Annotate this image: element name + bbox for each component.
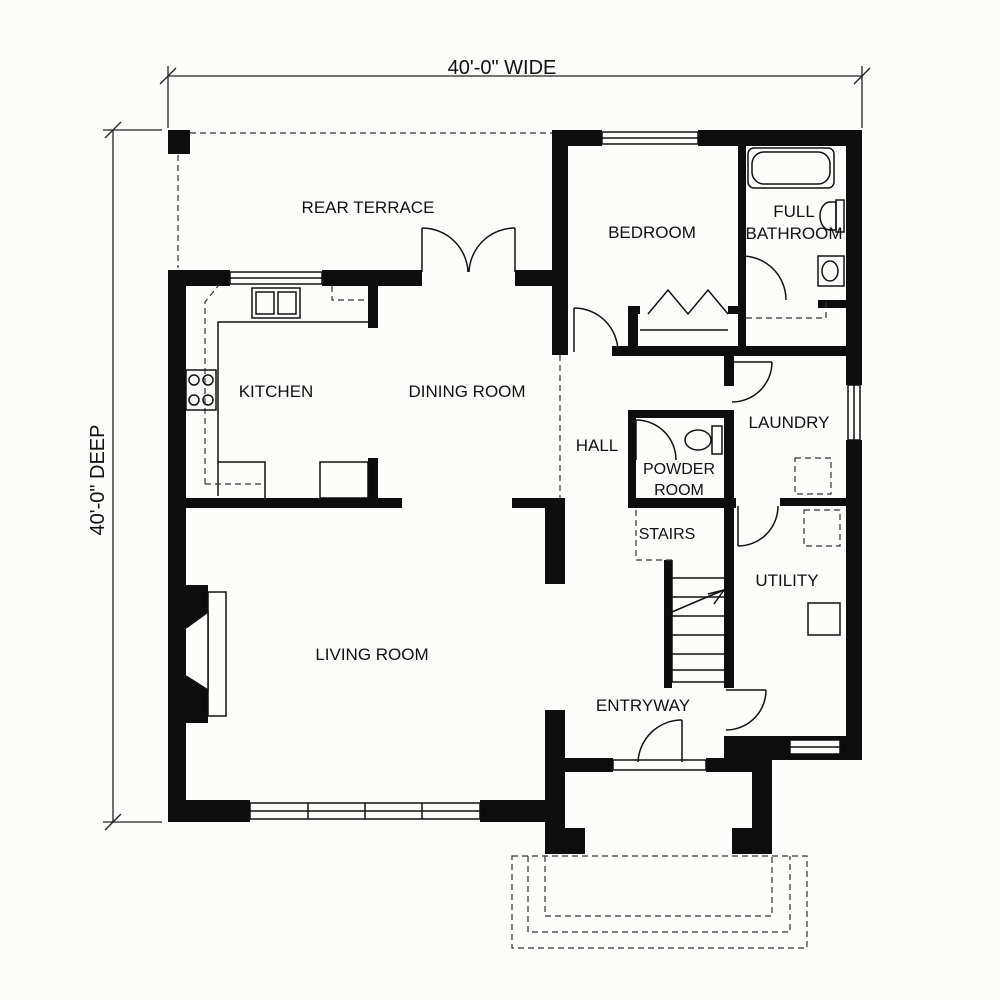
doors: [421, 227, 787, 763]
full-bathroom-label-line1: FULL: [773, 202, 815, 221]
utility-label: UTILITY: [755, 571, 818, 590]
room-labels: REAR TERRACE BEDROOM FULL BATHROOM KITCH…: [239, 198, 843, 715]
dining-room-label: DINING ROOM: [408, 382, 525, 401]
rear-terrace-label: REAR TERRACE: [302, 198, 435, 217]
stairs-label: STAIRS: [639, 526, 696, 543]
laundry-label: LAUNDRY: [749, 413, 830, 432]
width-dimension: 40'-0" WIDE: [159, 57, 871, 128]
windows: [229, 131, 861, 820]
powder-room-label-line2: ROOM: [654, 482, 704, 499]
entryway-label: ENTRYWAY: [596, 696, 690, 715]
powder-room-label-line1: POWDER: [643, 461, 715, 478]
width-label: 40'-0" WIDE: [448, 57, 557, 79]
full-bathroom-label-line2: BATHROOM: [746, 224, 843, 243]
living-room-label: LIVING ROOM: [315, 645, 428, 664]
bedroom-label: BEDROOM: [608, 223, 696, 242]
fixtures: [185, 147, 845, 717]
rear-terrace: [168, 130, 552, 268]
front-porch: [511, 855, 808, 949]
depth-label: 40'-0" DEEP: [87, 425, 109, 536]
kitchen-label: KITCHEN: [239, 382, 314, 401]
depth-dimension: 40'-0" DEEP: [87, 121, 162, 831]
stairs-treads: [635, 510, 726, 683]
hall-label: HALL: [576, 436, 619, 455]
walls: [168, 130, 862, 854]
